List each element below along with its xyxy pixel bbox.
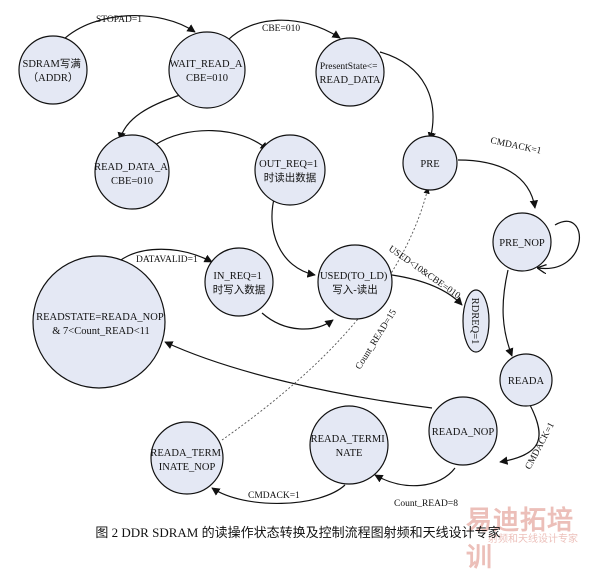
label-stopad: STOPAD=1 bbox=[96, 15, 142, 25]
svg-text:WAIT_READ_A CBE=010: WAIT_READ_A CBE=010 bbox=[170, 59, 245, 84]
state-reada: READA bbox=[499, 353, 553, 407]
svg-text:READ_DATA_A CBE=010: READ_DATA_A CBE=010 bbox=[94, 162, 170, 187]
state-rdreq: RDREQ=1 bbox=[462, 289, 490, 353]
edge-readdataa-to-outreq bbox=[154, 130, 269, 151]
edge-prenop-self-loop bbox=[538, 220, 581, 268]
svg-text:READA_TERM INATE_NOP: READA_TERM INATE_NOP bbox=[150, 448, 223, 473]
state-transition-diagram: SDRAM写满 （ADDR） WAIT_READ_A CBE=010 Prese… bbox=[18, 14, 581, 509]
edge-prenop-to-reada bbox=[502, 269, 514, 357]
edge-wait-to-readdataa bbox=[117, 94, 181, 141]
svg-text:READA_TERMI NATE: READA_TERMI NATE bbox=[311, 434, 388, 459]
label-cmdack-pre: CMDACK=1 bbox=[489, 136, 542, 157]
edge-inreq-to-used bbox=[261, 312, 334, 330]
edge-sdram-to-wait bbox=[62, 14, 196, 41]
svg-text:USED(TO_LD) 写入-读出: USED(TO_LD) 写入-读出 bbox=[320, 271, 390, 296]
label-cmdack-term: CMDACK=1 bbox=[248, 491, 300, 501]
svg-text:PRE_NOP: PRE_NOP bbox=[499, 238, 545, 249]
edge-used-to-rdreq bbox=[391, 274, 463, 306]
edge-wait-to-presentstate bbox=[227, 19, 341, 41]
svg-text:RDREQ=1: RDREQ=1 bbox=[469, 298, 480, 345]
state-readstate: READSTATE=READA_NOP & 7<Count_READ<11 bbox=[32, 255, 166, 389]
edge-pre-to-prenop bbox=[457, 159, 539, 209]
state-pre: PRE bbox=[402, 135, 458, 191]
state-sdram-full: SDRAM写满 （ADDR） bbox=[18, 35, 88, 105]
state-used-to-ld: USED(TO_LD) 写入-读出 bbox=[317, 244, 393, 320]
label-cbe: CBE=010 bbox=[262, 24, 300, 34]
state-reada-nop: READA_NOP bbox=[428, 396, 498, 466]
watermark-subtitle: 射频和天线设计专家 bbox=[488, 534, 578, 545]
state-presentstate: PresentState<= READ_DATA bbox=[315, 37, 385, 107]
svg-text:IN_REQ=1 时写入数据: IN_REQ=1 时写入数据 bbox=[213, 271, 266, 296]
svg-text:READSTATE=READA_NOP & 7<: READSTATE=READA_NOP & 7<Count_READ<11 bbox=[36, 312, 166, 337]
state-pre-nop: PRE_NOP bbox=[492, 212, 552, 272]
edge-readanop-to-terminate bbox=[374, 467, 456, 487]
label-datavalid: DATAVALID=1 bbox=[136, 255, 198, 265]
edge-outreq-to-used bbox=[271, 194, 316, 278]
svg-text:READA_NOP: READA_NOP bbox=[432, 427, 495, 438]
edge-presentstate-to-pre bbox=[379, 51, 436, 141]
edge-terminatenop-to-pre-dashed bbox=[221, 187, 430, 441]
label-count8: Count_READ=8 bbox=[394, 499, 458, 509]
figure-caption: 图 2 DDR SDRAM 的读操作状态转换及控制流程图射频和天线设计专家 bbox=[95, 525, 501, 540]
edge-reada-to-readanop bbox=[499, 404, 540, 465]
svg-text:OUT_REQ=1 时读出数据: OUT_REQ=1 时读出数据 bbox=[259, 159, 321, 184]
svg-text:PRE: PRE bbox=[420, 159, 439, 170]
state-out-req: OUT_REQ=1 时读出数据 bbox=[254, 134, 326, 206]
state-wait-read-a: WAIT_READ_A CBE=010 bbox=[168, 31, 246, 109]
state-in-req: IN_REQ=1 时写入数据 bbox=[204, 247, 274, 317]
svg-text:PresentState<= READ_DATA: PresentState<= READ_DATA bbox=[320, 61, 381, 86]
label-used-cbe: USED<10&CBE=010 bbox=[386, 244, 462, 301]
edge-terminate-to-terminatenop bbox=[211, 484, 346, 505]
state-read-data-a: READ_DATA_A CBE=010 bbox=[94, 134, 170, 210]
label-cmdack-reada: CMDACK=1 bbox=[524, 421, 557, 472]
state-reada-terminate: READA_TERMI NATE bbox=[309, 405, 389, 485]
edge-readstate-to-inreq bbox=[117, 248, 213, 263]
svg-text:SDRAM写满 （ADDR）: SDRAM写满 （ADDR） bbox=[23, 58, 84, 84]
svg-text:READA: READA bbox=[508, 376, 545, 387]
state-reada-terminate-nop: READA_TERM INATE_NOP bbox=[150, 421, 224, 495]
edge-readanop-to-readstate bbox=[164, 341, 433, 409]
